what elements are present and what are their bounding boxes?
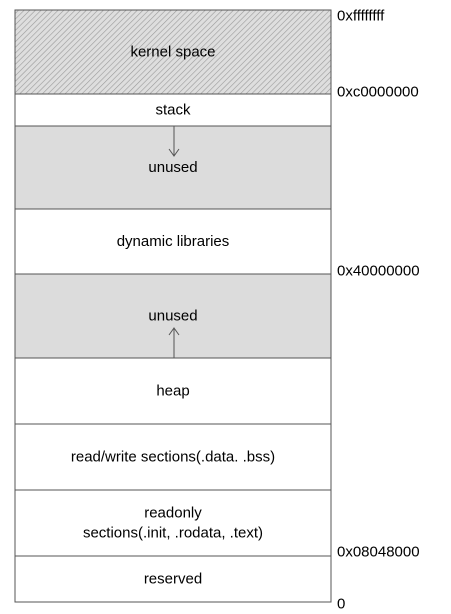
segment-label: reserved [144, 571, 202, 588]
segment-box-unused-upper [14, 125, 332, 210]
segment-box-kernel-space [14, 9, 332, 95]
address-label-0xc0000000: 0xc0000000 [337, 84, 419, 101]
segment-box-readonly-sections [14, 489, 332, 557]
segment-label: readonly [144, 505, 202, 522]
address-label-zero: 0 [337, 596, 345, 613]
segment-label: sections(.init, .rodata, .text) [83, 525, 263, 542]
segment-box-reserved [14, 555, 332, 603]
address-label-0xffffffff: 0xffffffff [337, 8, 385, 25]
segment-label: kernel space [130, 44, 215, 61]
arrow-down-icon [168, 126, 180, 157]
segment-box-heap [14, 357, 332, 425]
segment-label: unused [148, 159, 197, 176]
segment-read-write-sections: read/write sections(.data. .bss) [14, 423, 332, 491]
arrow-up-icon [168, 327, 180, 358]
segment-kernel-space: kernel space [14, 9, 332, 95]
segment-label: heap [156, 383, 189, 400]
segment-label: dynamic libraries [117, 233, 230, 250]
segment-label: stack [155, 102, 191, 119]
segment-box-stack [14, 93, 332, 127]
segment-stack: stack [14, 93, 332, 127]
segment-label: unused [148, 308, 197, 325]
segment-box-read-write-sections [14, 423, 332, 491]
segment-box-unused-lower [14, 273, 332, 359]
segment-unused-upper: unused [14, 125, 332, 210]
segment-dynamic-libraries: dynamic libraries [14, 208, 332, 275]
segment-label: read/write sections(.data. .bss) [71, 449, 275, 466]
segment-box-dynamic-libraries [14, 208, 332, 275]
segment-unused-lower: unused [14, 273, 332, 359]
segment-readonly-sections: readonly sections(.init, .rodata, .text) [14, 489, 332, 557]
segment-reserved: reserved [14, 555, 332, 603]
address-label-0x40000000: 0x40000000 [337, 263, 420, 280]
address-label-0x08048000: 0x08048000 [337, 544, 420, 561]
segment-heap: heap [14, 357, 332, 425]
